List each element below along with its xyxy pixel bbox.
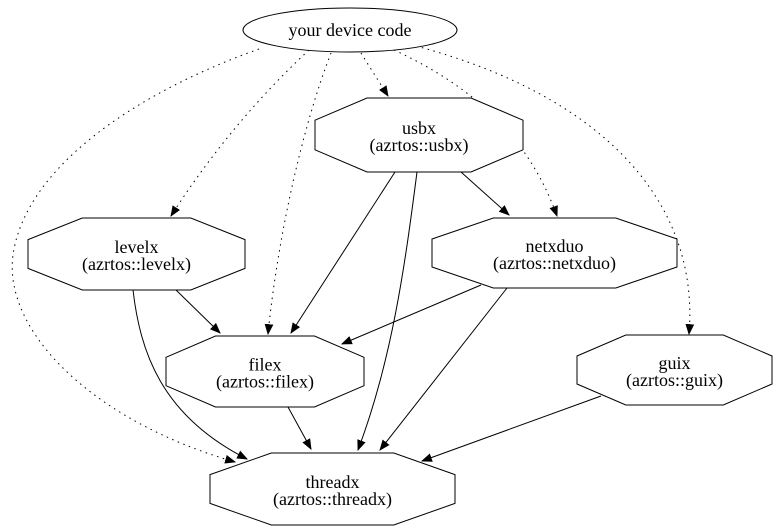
node-threadx-label-line2: (azrtos::threadx): [273, 489, 392, 510]
node-levelx-label-line1: levelx: [115, 237, 159, 257]
node-filex-octagon-shape: [165, 335, 365, 408]
node-netxduo-octagon-shape: [431, 217, 678, 289]
node-filex: filex(azrtos::filex): [165, 335, 365, 408]
node-device-ellipse-shape: [242, 7, 458, 53]
node-guix: guix(azrtos::guix): [576, 334, 773, 406]
node-usbx-octagon-shape: [314, 97, 524, 173]
edge-usbx-to-threadx: [357, 171, 418, 452]
node-threadx: threadx(azrtos::threadx): [209, 452, 456, 526]
edge-device-to-filex-dotted: [264, 52, 332, 336]
node-levelx-label-line2: (azrtos::levelx): [82, 254, 191, 275]
node-guix-label-line2: (azrtos::guix): [626, 370, 723, 391]
edge-levelx-to-filex: [175, 289, 221, 334]
node-usbx-label-line1: usbx: [402, 118, 436, 138]
node-filex-label-line2: (azrtos::filex): [216, 372, 314, 393]
node-threadx-label-line1: threadx: [306, 472, 360, 492]
edge-device-to-guix-dotted: [415, 45, 695, 336]
edge-device-to-netxduo-dotted: [393, 49, 558, 218]
nodes-layer: your device codeusbx(azrtos::usbx)levelx…: [27, 7, 773, 526]
edge-device-to-usbx-dotted: [360, 52, 389, 97]
node-guix-octagon-shape: [576, 334, 773, 406]
node-usbx-label-line2: (azrtos::usbx): [370, 135, 469, 156]
node-netxduo-label-line1: netxduo: [526, 236, 584, 256]
edge-levelx-to-threadx: [132, 289, 248, 460]
edge-usbx-to-filex: [290, 171, 396, 334]
edge-device-to-levelx-dotted: [170, 49, 310, 217]
edges-layer: [11, 45, 695, 464]
node-levelx: levelx(azrtos::levelx): [27, 217, 246, 291]
node-guix-label-line1: guix: [658, 353, 690, 373]
edge-usbx-to-netxduo: [460, 171, 510, 216]
node-threadx-octagon-shape: [209, 452, 456, 526]
node-device: your device code: [242, 7, 458, 53]
edge-filex-to-threadx: [287, 406, 312, 450]
node-filex-label-line1: filex: [249, 355, 282, 375]
edge-netxduo-to-filex: [340, 284, 482, 345]
node-netxduo-label-line2: (azrtos::netxduo): [493, 253, 616, 274]
node-netxduo: netxduo(azrtos::netxduo): [431, 217, 678, 289]
node-usbx: usbx(azrtos::usbx): [314, 97, 524, 173]
node-levelx-octagon-shape: [27, 217, 246, 291]
edge-netxduo-to-threadx: [379, 287, 508, 451]
edge-guix-to-threadx: [420, 395, 602, 462]
node-device-label-line1: your device code: [289, 20, 412, 40]
